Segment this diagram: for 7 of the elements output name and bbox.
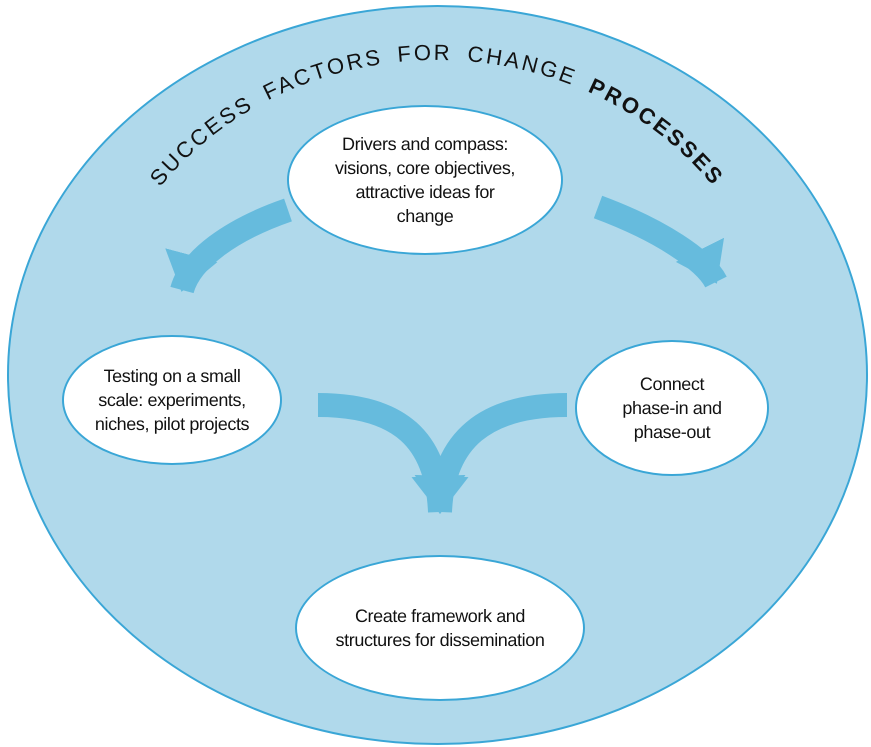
- curved-arrow: [318, 393, 464, 514]
- node-text: Create framework and structures for dissemination: [334, 605, 546, 652]
- node-text: Drivers and compass: visions, core objectives, attractive ideas for change: [334, 133, 516, 228]
- curved-arrow: [416, 393, 568, 514]
- curved-arrow: [594, 196, 726, 288]
- node-text: Connect phase-in and phase-out: [621, 373, 723, 444]
- node-text: Testing on a small scale: experiments, niches, pilot projects: [94, 365, 250, 436]
